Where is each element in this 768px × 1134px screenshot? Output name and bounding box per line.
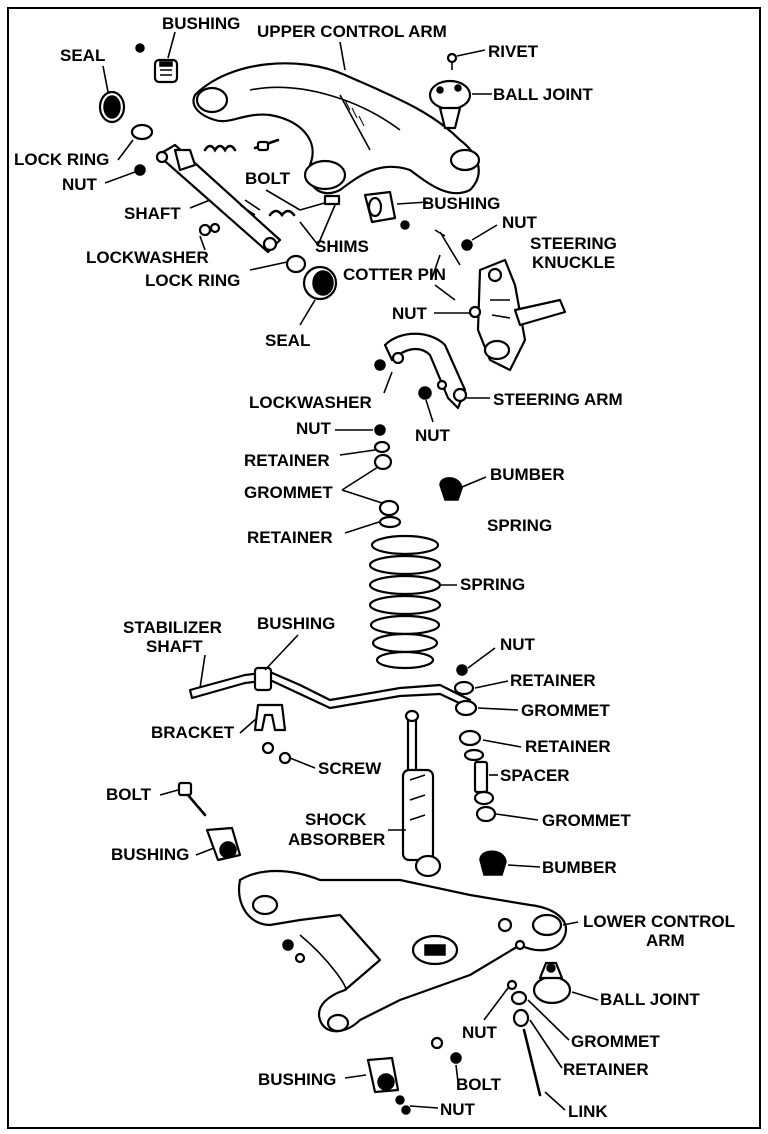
label-nut-left: NUT (62, 175, 98, 194)
label-retainer-2: RETAINER (247, 528, 333, 547)
label-ball-joint-bottom: BALL JOINT (600, 990, 700, 1009)
coil-spring-part (368, 534, 442, 670)
label-nut-bottom: NUT (440, 1100, 476, 1119)
label-retainer-1: RETAINER (244, 451, 330, 470)
label-link: LINK (568, 1102, 608, 1121)
ball-joint-top-part (428, 79, 472, 130)
label-lock-ring-top: LOCK RING (14, 150, 109, 169)
label-bolt-top: BOLT (245, 169, 291, 188)
shock-absorber-part (401, 709, 442, 878)
bushing-left-part (205, 826, 242, 862)
label-bushing-bottom: BUSHING (258, 1070, 336, 1089)
lower-control-arm (237, 869, 568, 1033)
label-shock-1: SHOCK (305, 810, 367, 829)
bushing-top-part (153, 58, 179, 84)
label-ball-joint-top: BALL JOINT (493, 85, 593, 104)
label-lower-control-arm-1: LOWER CONTROL (583, 912, 735, 931)
label-steering-knuckle-1: STEERING (530, 234, 617, 253)
label-spring-note: SPRING (487, 516, 552, 535)
label-bushing-left: BUSHING (111, 845, 189, 864)
label-upper-control-arm: UPPER CONTROL ARM (257, 22, 447, 41)
label-bolt-left: BOLT (106, 785, 152, 804)
label-rivet: RIVET (488, 42, 539, 61)
label-grommet-3: GROMMET (542, 811, 631, 830)
seal-top-part (98, 90, 126, 124)
label-cotter-pin: COTTER PIN (343, 265, 446, 284)
label-lower-control-arm-2: ARM (646, 931, 685, 950)
label-grommet-2: GROMMET (521, 701, 610, 720)
steering-arm-part (383, 332, 468, 410)
label-retainer-4: RETAINER (525, 737, 611, 756)
label-stabilizer-2: SHAFT (146, 637, 203, 656)
label-stabilizer-1: STABILIZER (123, 618, 222, 637)
label-nut-right: NUT (500, 635, 536, 654)
label-lockwasher-2: LOCKWASHER (249, 393, 372, 412)
steering-knuckle-part (476, 258, 567, 372)
label-nut-lower: NUT (462, 1023, 498, 1042)
label-bushing-top: BUSHING (162, 14, 240, 33)
label-bushing-stab: BUSHING (257, 614, 335, 633)
label-lockwasher-1: LOCKWASHER (86, 248, 209, 267)
ball-joint-bottom-part (532, 961, 572, 1005)
bolt-left-part (177, 781, 207, 817)
label-retainer-5: RETAINER (563, 1060, 649, 1079)
label-nut-mid: NUT (502, 213, 538, 232)
label-grommet-1: GROMMET (244, 483, 333, 502)
seal-mid-part (302, 265, 338, 301)
label-grommet-4: GROMMET (571, 1032, 660, 1051)
label-nut-knuckle: NUT (392, 304, 428, 323)
label-bumber-top: BUMBER (490, 465, 565, 484)
label-nut-b: NUT (415, 426, 451, 445)
label-bracket: BRACKET (151, 723, 235, 742)
label-seal-top: SEAL (60, 46, 105, 65)
stabilizer-shaft-part (188, 666, 472, 710)
bushing-mid-part (363, 190, 397, 224)
label-shock-2: ABSORBER (288, 830, 385, 849)
bushing-bottom-part (366, 1056, 400, 1094)
label-bushing-mid: BUSHING (422, 194, 500, 213)
label-seal-mid: SEAL (265, 331, 310, 350)
label-shaft: SHAFT (124, 204, 181, 223)
upper-shaft-part (155, 143, 282, 254)
label-steering-arm: STEERING ARM (493, 390, 623, 409)
label-spring: SPRING (460, 575, 525, 594)
label-bumber-bottom: BUMBER (542, 858, 617, 877)
label-lock-ring-mid: LOCK RING (145, 271, 240, 290)
label-bolt-bottom: BOLT (456, 1075, 502, 1094)
leader-lines (102, 31, 599, 1111)
diagram-frame (7, 7, 761, 1129)
label-shims: SHIMS (315, 237, 369, 256)
upper-control-arm (192, 62, 481, 195)
label-steering-knuckle-2: KNUCKLE (532, 253, 615, 272)
label-nut-a: NUT (296, 419, 332, 438)
label-screw: SCREW (318, 759, 382, 778)
label-spacer: SPACER (500, 766, 570, 785)
part-labels: BUSHING UPPER CONTROL ARM SEAL RIVET BAL… (14, 14, 735, 1121)
label-retainer-3: RETAINER (510, 671, 596, 690)
